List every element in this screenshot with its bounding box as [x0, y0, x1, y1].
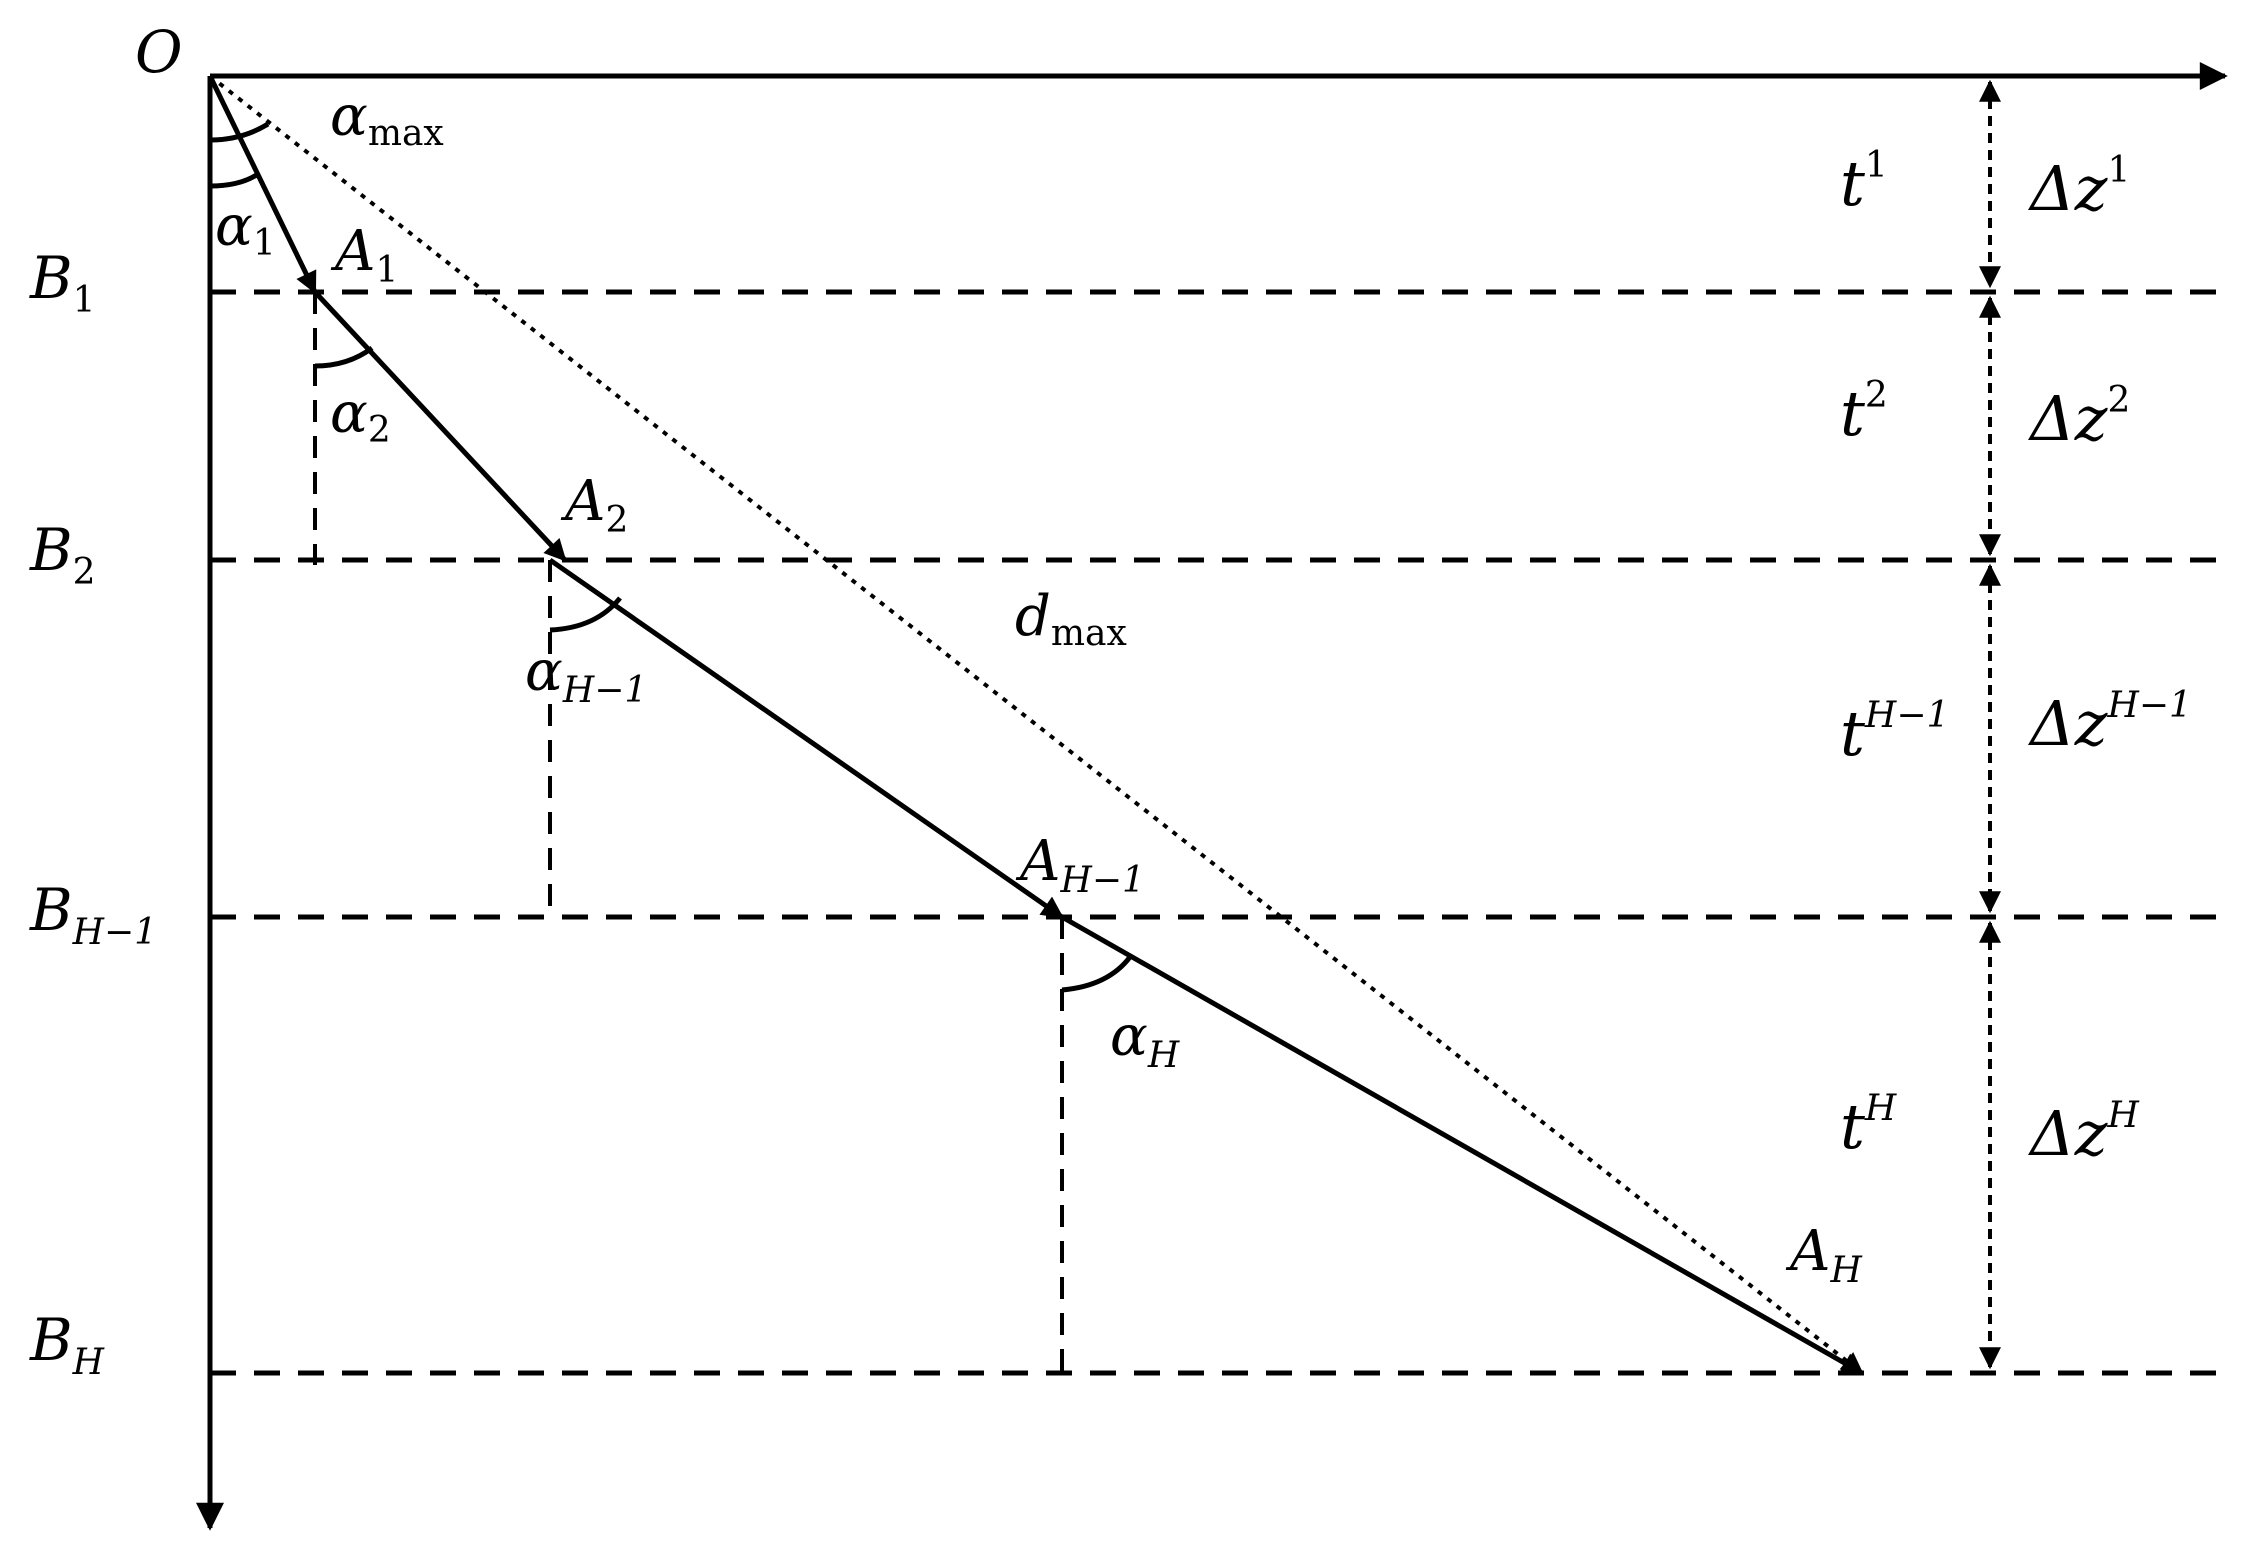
segment-a1-a2 — [313, 290, 567, 562]
label-a1: A1 — [330, 219, 398, 291]
label-dzh-1: ΔzH−1 — [2028, 685, 2192, 760]
angle-arc-alpha-h-1 — [549, 596, 622, 633]
angle-arc-alpha-max — [209, 121, 270, 143]
label-alpha-max: αmax — [330, 84, 444, 154]
label-dz1: Δz1 — [2028, 150, 2130, 225]
segment-o-a1 — [207, 74, 318, 294]
label-bh: BH — [29, 1306, 105, 1383]
label-ah-1: AH−1 — [1015, 829, 1145, 901]
label-t2: t2 — [1840, 375, 1888, 450]
label-alpha-h: αH — [1110, 1004, 1180, 1076]
label-alpha-1: α1 — [215, 194, 276, 264]
label-alpha-2: α2 — [330, 381, 391, 451]
d-max-line — [208, 74, 1864, 1375]
segment-ah-1-ah — [1060, 914, 1864, 1376]
label-t1: t1 — [1840, 145, 1888, 220]
label-alpha-h-1: αH−1 — [525, 639, 647, 711]
label-dzh: ΔzH — [2028, 1095, 2139, 1170]
label-th-1: tH−1 — [1840, 695, 1949, 770]
label-ah: AH — [1785, 1219, 1862, 1291]
label-th: tH — [1840, 1088, 1897, 1163]
segment-a2-ah-1 — [548, 557, 1064, 920]
origin-label: O — [135, 18, 183, 86]
label-b2: B2 — [29, 516, 96, 593]
angle-arc-alpha-h — [1061, 955, 1132, 993]
angle-arc-alpha-2 — [314, 345, 374, 369]
label-bh-1: BH−1 — [29, 876, 157, 953]
label-dz2: Δz2 — [2028, 380, 2130, 455]
label-d-max: dmax — [1015, 584, 1127, 654]
angle-arc-alpha-1 — [209, 171, 260, 189]
label-b1: B1 — [29, 244, 96, 321]
label-a2: A2 — [560, 469, 628, 541]
